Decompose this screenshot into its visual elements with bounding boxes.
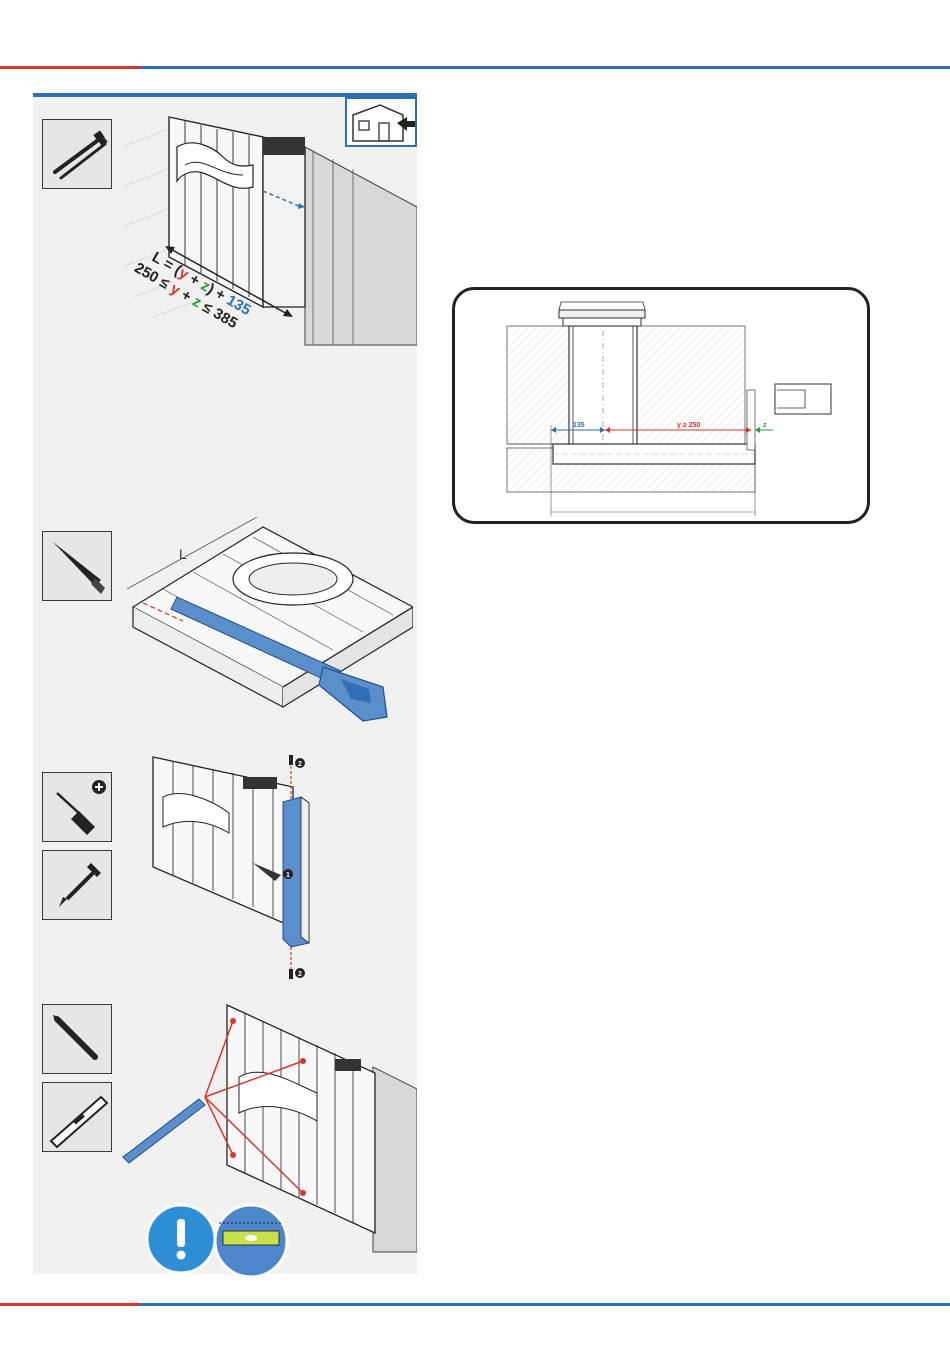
dim-135: 135 bbox=[573, 422, 585, 429]
tool-cable-ties bbox=[42, 119, 112, 189]
footer-rule bbox=[0, 1303, 950, 1306]
callout-2-bottom: 2 bbox=[298, 971, 302, 978]
section-drawing: 135 y ≥ 250 z bbox=[455, 290, 867, 521]
pencil-icon bbox=[43, 1005, 113, 1075]
step1-illustration: L = (y + z) + 135 250 ≤ y + z ≤ 385 bbox=[113, 107, 417, 347]
tool-saw bbox=[42, 531, 112, 601]
dim-y: y ≥ 250 bbox=[677, 422, 700, 429]
level-warning bbox=[145, 1201, 315, 1277]
header-rule-blue bbox=[140, 66, 950, 69]
step2-illustration: L bbox=[123, 517, 413, 737]
tool-pencil bbox=[42, 1004, 112, 1074]
tool-spirit-level bbox=[42, 1082, 112, 1152]
step3-illustration: 1 2 2 bbox=[143, 747, 323, 987]
cross-section-detail: 135 y ≥ 250 z bbox=[452, 287, 870, 524]
screw-icon bbox=[43, 851, 113, 921]
tool-screwdriver bbox=[42, 772, 112, 842]
length-label: L bbox=[179, 546, 187, 562]
saw-icon bbox=[43, 532, 113, 602]
callout-1: 1 bbox=[286, 872, 290, 879]
footer-rule-blue bbox=[140, 1303, 950, 1306]
header-rule bbox=[0, 66, 950, 69]
footer-rule-red bbox=[0, 1303, 140, 1306]
dim-z: z bbox=[763, 422, 767, 429]
tool-screw bbox=[42, 850, 112, 920]
cable-ties-icon bbox=[43, 120, 113, 190]
phillips-screwdriver-icon bbox=[43, 773, 113, 843]
header-rule-red bbox=[0, 66, 140, 69]
instruction-panel: L = (y + z) + 135 250 ≤ y + z ≤ 385 L bbox=[33, 93, 417, 1274]
spirit-level-icon bbox=[43, 1083, 113, 1153]
callout-2-top: 2 bbox=[298, 761, 302, 768]
